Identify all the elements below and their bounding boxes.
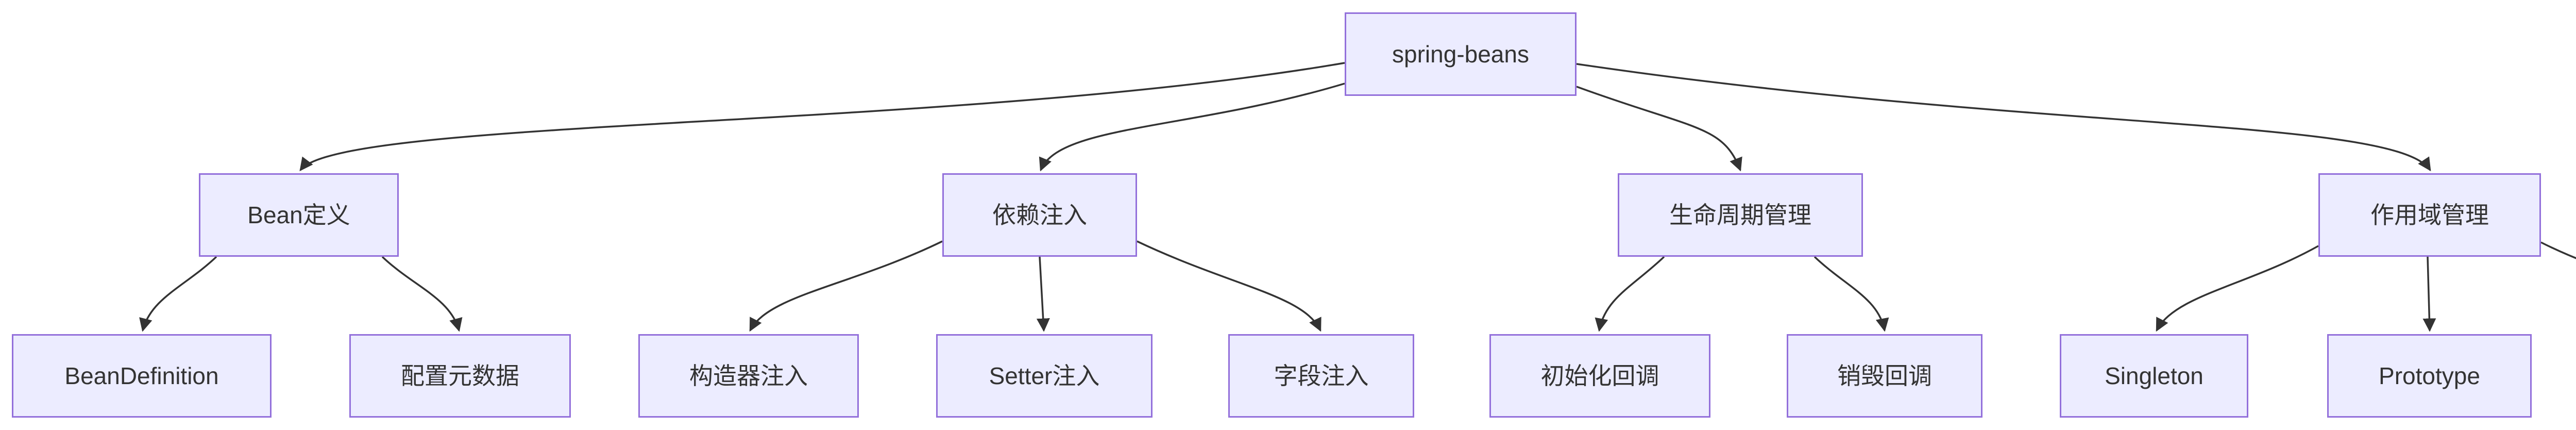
node-constructor-injection-label: 构造器注入 <box>689 362 808 389</box>
edge-dependency-injection-to-field-injection <box>1137 240 1321 332</box>
edge-scope-to-singleton <box>2156 245 2319 332</box>
node-beandefinition: BeanDefinition <box>12 334 272 418</box>
node-bean-def-label: Bean定义 <box>247 202 350 228</box>
node-bean-def: Bean定义 <box>199 173 399 257</box>
node-field-injection-label: 字段注入 <box>1274 362 1369 389</box>
node-destroy-callback: 销毁回调 <box>1787 334 1982 418</box>
node-prototype-label: Prototype <box>2379 362 2480 389</box>
node-singleton-label: Singleton <box>2105 362 2204 389</box>
edge-dependency-injection-to-setter-injection <box>1036 256 1050 332</box>
node-spring-beans-label: spring-beans <box>1392 41 1529 68</box>
node-prototype: Prototype <box>2327 334 2532 418</box>
node-destroy-callback-label: 销毁回调 <box>1837 362 1932 389</box>
node-constructor-injection: 构造器注入 <box>638 334 859 418</box>
node-setter-injection-label: Setter注入 <box>989 362 1100 389</box>
node-singleton: Singleton <box>2060 334 2248 418</box>
node-init-callback: 初始化回调 <box>1489 334 1710 418</box>
edge-lifecycle-to-init-callback <box>1595 256 1665 332</box>
node-scope-management: 作用域管理 <box>2318 173 2541 257</box>
edge-dependency-injection-to-constructor-injection <box>749 240 943 332</box>
node-lifecycle-management: 生命周期管理 <box>1618 173 1863 257</box>
node-lifecycle-management-label: 生命周期管理 <box>1669 202 1811 228</box>
edge-spring-beans-to-scope <box>1576 63 2431 172</box>
node-init-callback-label: 初始化回调 <box>1540 362 1659 389</box>
node-spring-beans: spring-beans <box>1345 12 1577 96</box>
edge-bean-def-to-config-metadata <box>381 256 463 332</box>
edge-spring-beans-to-bean-def <box>299 62 1345 172</box>
edge-scope-to-prototype <box>2422 256 2436 332</box>
node-field-injection: 字段注入 <box>1228 334 1414 418</box>
edge-spring-beans-to-lifecycle <box>1576 86 1742 172</box>
edge-lifecycle-to-destroy-callback <box>1814 256 1889 332</box>
edge-bean-def-to-bean-definition <box>139 256 217 332</box>
node-setter-injection: Setter注入 <box>936 334 1153 418</box>
node-dependency-injection: 依赖注入 <box>942 173 1137 257</box>
edge-scope-to-request-session <box>2540 241 2576 259</box>
node-beandefinition-label: BeanDefinition <box>64 362 219 389</box>
node-dependency-injection-label: 依赖注入 <box>992 202 1087 228</box>
node-config-metadata: 配置元数据 <box>349 334 571 418</box>
node-scope-management-label: 作用域管理 <box>2370 202 2489 228</box>
edge-spring-beans-to-dependency-injection <box>1039 82 1345 172</box>
node-config-metadata-label: 配置元数据 <box>401 362 519 389</box>
